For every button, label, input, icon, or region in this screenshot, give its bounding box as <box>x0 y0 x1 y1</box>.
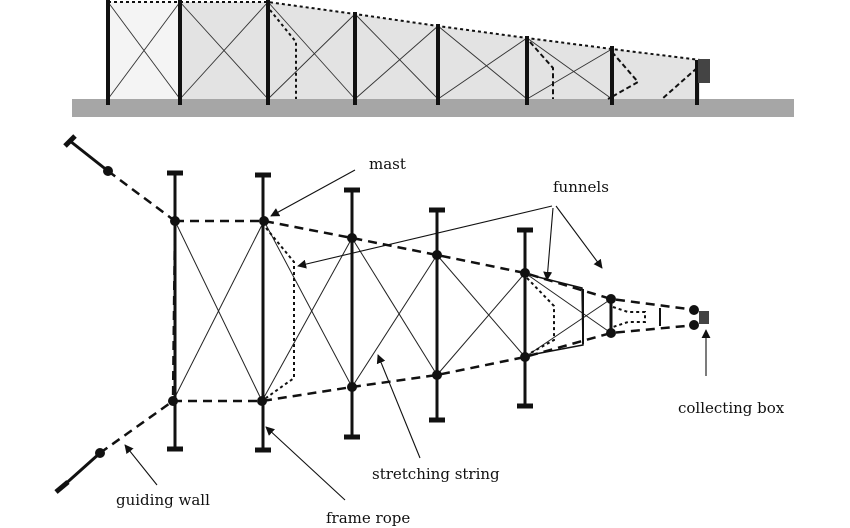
side-view <box>72 0 794 117</box>
masts-side <box>106 0 699 105</box>
label-guiding-wall: guiding wall <box>116 491 210 509</box>
guiding-wall-bottom <box>54 399 174 494</box>
label-collecting-box: collecting box <box>678 399 785 417</box>
frame-rope-top-side <box>108 1 701 61</box>
annotation-arrows <box>124 169 711 501</box>
funnels-side <box>269 9 698 100</box>
stretching-strings-top <box>172 220 612 402</box>
guiding-wall-arrow <box>124 444 158 486</box>
stretching-strings-side <box>107 1 613 100</box>
guiding-wall-top <box>63 134 176 223</box>
collecting-box-side <box>698 59 710 83</box>
label-frame-rope: frame rope <box>326 509 410 527</box>
mast-end-caps <box>167 170 533 453</box>
label-stretching-string: stretching string <box>372 465 500 483</box>
label-funnels: funnels <box>553 178 609 196</box>
stretching-string-arrow <box>376 354 421 459</box>
mast-arrow <box>270 169 356 217</box>
funnels-arrow-3 <box>555 205 603 269</box>
top-view: mast funnels collecting box guiding wall… <box>54 134 785 527</box>
joints <box>95 166 699 458</box>
funnels-top <box>265 227 661 399</box>
frame-rope-arrow <box>265 426 346 501</box>
label-mast: mast <box>369 155 406 173</box>
funnels-arrow-1 <box>297 205 553 269</box>
funnels-arrow-2 <box>543 207 554 281</box>
masts-top <box>173 173 613 450</box>
collecting-box-top <box>699 311 709 324</box>
